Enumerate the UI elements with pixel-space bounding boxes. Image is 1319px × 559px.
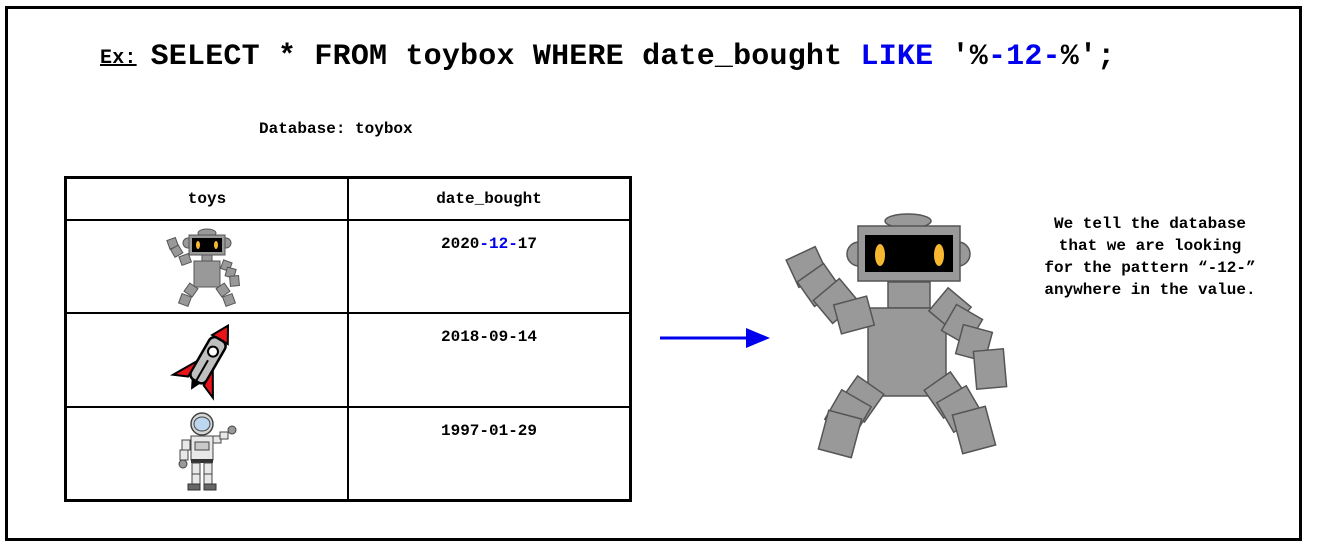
toy-cell (64, 312, 349, 408)
explanation-note: We tell the database that we are looking… (1044, 215, 1256, 299)
date-highlight: -12- (479, 235, 518, 253)
example-prefix: Ex: (100, 47, 137, 70)
robot-icon (166, 228, 240, 308)
query-like-keyword: LIKE (860, 40, 934, 74)
query-quote-open: '% (933, 40, 988, 74)
date-cell: 1997-01-29 (347, 406, 632, 502)
column-header-date-bought: date_bought (347, 176, 632, 221)
arrow-right-icon (660, 328, 770, 348)
table-header-row: toys date_bought (64, 176, 632, 221)
table-row: 2018-09-14 (64, 312, 632, 408)
query-pattern: -12- (987, 40, 1061, 74)
database-caption: Database: toybox (259, 120, 413, 138)
sql-query: Ex: SELECT * FROM toybox WHERE date_bough… (100, 40, 1115, 74)
date-part: 17 (517, 235, 537, 253)
date-value: 2020-12-17 (441, 235, 537, 253)
date-part: 2020 (440, 235, 480, 253)
date-value: 2018-09-14 (440, 328, 537, 346)
toy-cell (64, 219, 349, 314)
date-cell: 2018-09-14 (347, 312, 632, 408)
table-row: 2020-12-17 (64, 219, 632, 314)
toy-cell (64, 406, 349, 502)
date-value: 1997-01-29 (440, 422, 537, 440)
query-quote-close: %'; (1060, 40, 1116, 74)
column-header-toys: toys (64, 176, 349, 221)
date-cell: 2020-12-17 (347, 219, 632, 314)
astronaut-icon (178, 412, 237, 491)
toybox-table: toys date_bought (64, 176, 632, 502)
robot-icon (785, 213, 1008, 459)
query-main: SELECT * FROM toybox WHERE date_bought (150, 40, 861, 74)
rocket-icon (169, 323, 230, 401)
table-row: 1997-01-29 (64, 406, 632, 502)
